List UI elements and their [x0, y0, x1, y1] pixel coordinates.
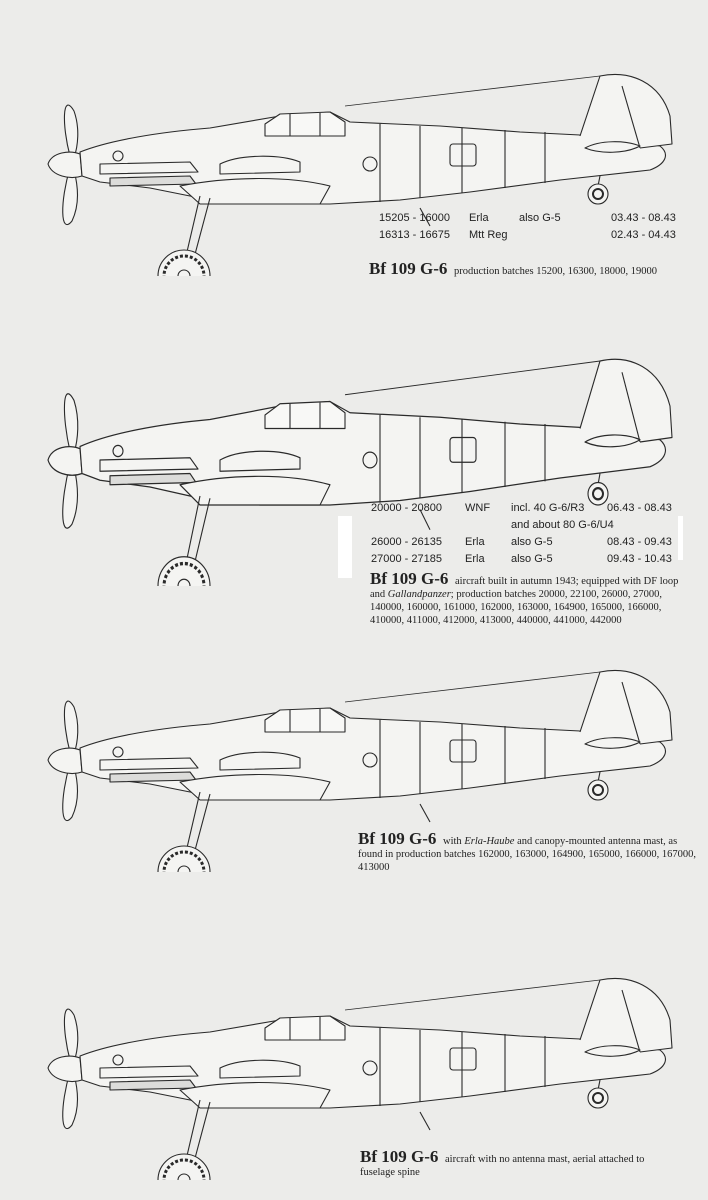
caption-italic-term: Erla-Haube	[464, 836, 515, 847]
factory: Erla	[465, 553, 485, 565]
caption-text: with	[443, 836, 462, 847]
aircraft-designation: Bf 109 G-6	[358, 829, 437, 848]
factory: Mtt Reg	[469, 229, 508, 241]
print-artifact	[338, 516, 352, 578]
production-row: 16313 - 16675 Mtt Reg 02.43 - 04.43	[379, 229, 699, 246]
werknummer-range: 27000 - 27185	[371, 553, 442, 565]
production-dates: 03.43 - 08.43	[611, 212, 676, 224]
production-note: also G-5	[519, 212, 561, 224]
production-dates: 08.43 - 09.43	[607, 536, 672, 548]
production-row: and about 80 G-6/U4	[371, 519, 681, 536]
production-row: 27000 - 27185 Erla also G-5 09.43 - 10.4…	[371, 553, 681, 570]
aircraft-profile-drawing	[0, 940, 708, 1180]
profile-caption: Bf 109 G-6 aircraft with no antenna mast…	[360, 1147, 660, 1179]
production-row: 26000 - 26135 Erla also G-5 08.43 - 09.4…	[371, 536, 681, 553]
caption-text: aircraft with no antenna mast, aerial at…	[360, 1154, 645, 1178]
werknummer-range: 26000 - 26135	[371, 536, 442, 548]
factory: Erla	[465, 536, 485, 548]
production-note: incl. 40 G-6/R3	[511, 502, 585, 514]
werknummer-range: 20000 - 20800	[371, 502, 442, 514]
production-note: also G-5	[511, 553, 553, 565]
factory: WNF	[465, 502, 491, 514]
caption-text: production batches 15200, 16300, 18000, …	[454, 266, 657, 277]
caption-text-continued: ; production batches 20000, 22100, 26000…	[370, 589, 662, 626]
production-dates: 02.43 - 04.43	[611, 229, 676, 241]
profile-caption: Bf 109 G-6 aircraft built in autumn 1943…	[370, 569, 696, 627]
profile-caption: Bf 109 G-6 with Erla-Haube and canopy-mo…	[358, 829, 698, 874]
production-table: 15205 - 16000 Erla also G-5 03.43 - 08.4…	[379, 212, 699, 246]
production-note: also G-5	[511, 536, 553, 548]
profile-caption: Bf 109 G-6 production batches 15200, 163…	[369, 259, 699, 278]
aircraft-designation: Bf 109 G-6	[360, 1147, 439, 1166]
production-row: 20000 - 20800 WNF incl. 40 G-6/R3 06.43 …	[371, 502, 681, 519]
production-dates: 09.43 - 10.43	[607, 553, 672, 565]
print-artifact	[678, 516, 683, 560]
aircraft-designation: Bf 109 G-6	[370, 569, 449, 588]
aircraft-designation: Bf 109 G-6	[369, 259, 448, 278]
caption-text-continued: and canopy-mounted antenna mast, as foun…	[358, 836, 697, 873]
caption-text: aircraft built in autumn 1943; equipped …	[370, 576, 679, 600]
caption-italic-term: Gallandpanzer	[387, 589, 451, 600]
production-table: 20000 - 20800 WNF incl. 40 G-6/R3 06.43 …	[371, 502, 681, 570]
werknummer-range: 16313 - 16675	[379, 229, 450, 241]
werknummer-range: 15205 - 16000	[379, 212, 450, 224]
factory: Erla	[469, 212, 489, 224]
production-note: and about 80 G-6/U4	[511, 519, 614, 531]
production-row: 15205 - 16000 Erla also G-5 03.43 - 08.4…	[379, 212, 699, 229]
production-dates: 06.43 - 08.43	[607, 502, 672, 514]
